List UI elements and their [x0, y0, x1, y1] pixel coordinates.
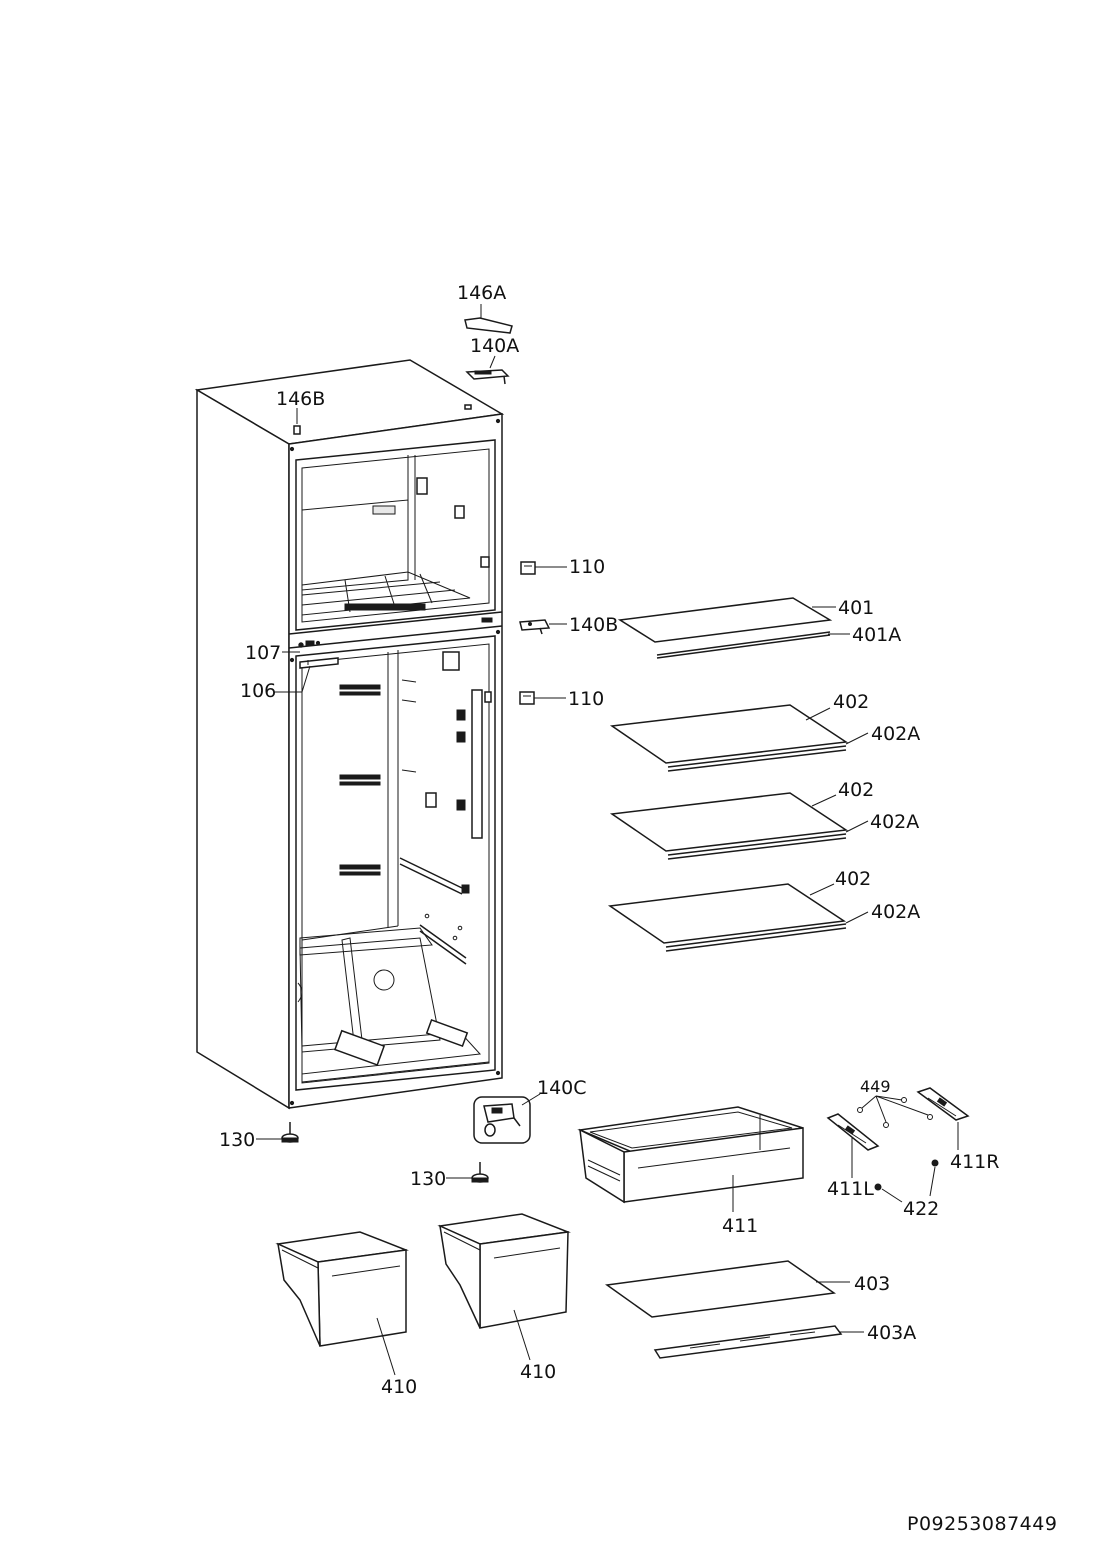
- label-110-upper: 110: [569, 556, 605, 578]
- label-106: 106: [240, 680, 276, 702]
- label-130-left: 130: [219, 1129, 255, 1151]
- label-130-right: 130: [410, 1168, 446, 1190]
- label-146A: 146A: [457, 282, 506, 304]
- label-403A: 403A: [867, 1322, 916, 1344]
- label-402-1: 402: [833, 691, 869, 713]
- part-130-foot-right: [471, 1162, 489, 1183]
- part-140B-middle-hinge: [519, 619, 551, 635]
- part-410-bin-right: [437, 1213, 571, 1329]
- part-411-crisper-drawer: [577, 1106, 804, 1204]
- part-410-bin-left: [275, 1231, 409, 1347]
- label-449: 449: [860, 1077, 891, 1096]
- label-140C: 140C: [537, 1077, 587, 1099]
- label-422: 422: [903, 1198, 939, 1220]
- fridge-cabinet: [194, 359, 505, 1110]
- part-411L-rail-left: [826, 1113, 880, 1151]
- label-402A-2: 402A: [870, 811, 919, 833]
- part-403A-shelf-profile: [653, 1325, 843, 1359]
- part-146A-hinge-cover: [464, 317, 513, 334]
- label-402A-3: 402A: [871, 901, 920, 923]
- part-411R-rail-right: [916, 1087, 970, 1121]
- label-402A-1: 402A: [871, 723, 920, 745]
- label-410-right: 410: [520, 1361, 556, 1383]
- part-401-glass-shelf: [617, 597, 833, 659]
- label-411: 411: [722, 1215, 758, 1237]
- label-140A: 140A: [470, 335, 519, 357]
- label-403: 403: [854, 1273, 890, 1295]
- label-401: 401: [838, 597, 874, 619]
- part-110-stopper-lower: [519, 691, 535, 705]
- part-422-cap-b: [931, 1159, 939, 1167]
- label-411R: 411R: [950, 1151, 999, 1173]
- part-140C-bottom-hinge: [473, 1096, 531, 1144]
- part-140A-top-hinge: [465, 369, 510, 385]
- label-402-2: 402: [838, 779, 874, 801]
- label-401A: 401A: [852, 624, 901, 646]
- part-402-glass-shelf-1: [609, 704, 849, 772]
- part-402-glass-shelf-2: [609, 792, 849, 860]
- part-402-glass-shelf-3: [607, 883, 847, 952]
- part-130-foot-left: [281, 1122, 299, 1143]
- part-422-cap-a: [874, 1183, 882, 1191]
- label-107: 107: [245, 642, 281, 664]
- label-146B: 146B: [276, 388, 325, 410]
- part-449-screws: [857, 1095, 933, 1128]
- label-411L: 411L: [827, 1178, 874, 1200]
- part-110-stopper-upper: [520, 561, 536, 575]
- label-140B: 140B: [569, 614, 618, 636]
- label-410-left: 410: [381, 1376, 417, 1398]
- drawing-code: P09253087449: [907, 1513, 1057, 1535]
- label-110-lower: 110: [568, 688, 604, 710]
- label-402-3: 402: [835, 868, 871, 890]
- part-403-glass-shelf: [605, 1260, 837, 1318]
